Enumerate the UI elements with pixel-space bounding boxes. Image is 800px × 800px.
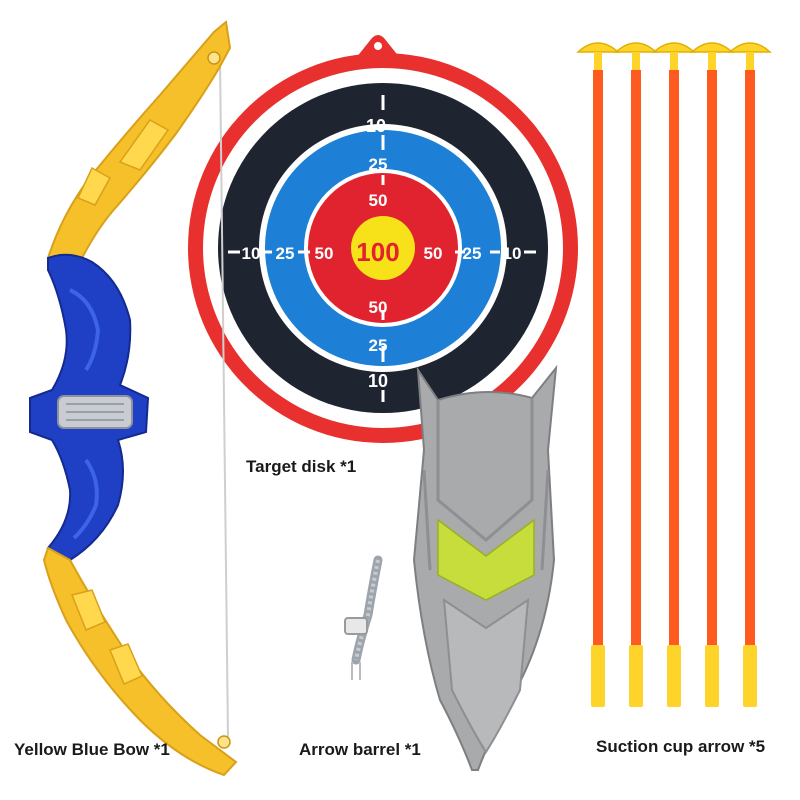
caption-bow: Yellow Blue Bow *1 — [14, 740, 170, 759]
target-bullseye — [351, 216, 415, 280]
suction-cup — [576, 42, 620, 53]
score-label-second-top: 25 — [369, 155, 388, 174]
arrow-nock — [705, 645, 719, 707]
score-label-second-bottom: 25 — [369, 336, 388, 355]
target-disk: 10 25 50 100 50 25 10 10 25 50 50 25 10 — [188, 35, 578, 443]
arrow-nock — [591, 645, 605, 707]
arrow-barrel — [412, 364, 558, 771]
suction-arrow — [690, 42, 734, 707]
suction-arrow — [728, 42, 772, 707]
score-label-third-right: 50 — [424, 244, 443, 263]
bow-string — [219, 59, 229, 739]
arrow-nock — [629, 645, 643, 707]
score-label-outer-right: 10 — [503, 244, 522, 263]
score-label-third-top: 50 — [369, 191, 388, 210]
score-label-center: 100 — [356, 237, 399, 267]
suction-cup — [690, 42, 734, 53]
bow — [29, 20, 238, 777]
arrow-shaft — [593, 70, 603, 645]
score-label-outer-top: 10 — [366, 116, 386, 136]
suction-arrow — [614, 42, 658, 707]
score-label-outer-left: 10 — [242, 244, 261, 263]
score-label-second-left: 25 — [276, 244, 295, 263]
arrow-shaft — [669, 70, 679, 645]
barrel-strap — [344, 555, 383, 680]
suction-arrow — [576, 42, 620, 707]
caption-target-disk: Target disk *1 — [246, 457, 357, 476]
arrow-nock — [743, 645, 757, 707]
suction-cup — [614, 42, 658, 53]
arrow-nock — [667, 645, 681, 707]
score-label-third-bottom: 50 — [369, 298, 388, 317]
score-label-second-right: 25 — [463, 244, 482, 263]
suction-arrow — [652, 42, 696, 707]
suction-cup — [652, 42, 696, 53]
arrow-shaft — [707, 70, 717, 645]
caption-suction-arrows: Suction cup arrow *5 — [596, 737, 766, 756]
suction-cup — [728, 42, 772, 53]
barrel-accent — [437, 518, 535, 601]
arrow-shaft — [631, 70, 641, 645]
caption-arrow-barrel: Arrow barrel *1 — [299, 740, 421, 759]
score-label-outer-bottom: 10 — [368, 371, 388, 391]
arrow-shaft — [745, 70, 755, 645]
score-label-third-left: 50 — [315, 244, 334, 263]
suction-arrows — [576, 42, 772, 707]
